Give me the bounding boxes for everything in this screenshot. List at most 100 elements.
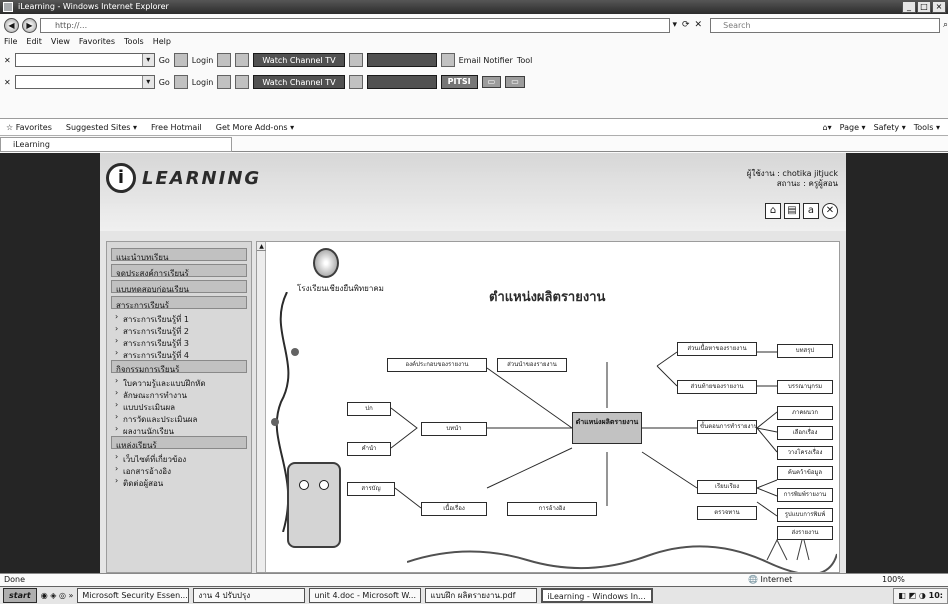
pitsi-button[interactable]: PITSI [440, 75, 478, 89]
menu-item[interactable]: ติดต่อผู้สอน [111, 476, 247, 488]
login-icon[interactable] [173, 53, 188, 67]
media-bar[interactable] [366, 75, 437, 89]
tool-button[interactable]: Tool [516, 55, 533, 65]
menu-section-header[interactable]: แบบทดสอบก่อนเรียน [111, 280, 247, 293]
toolbar-small-button-1[interactable]: ▭ [481, 76, 502, 88]
zoom-level[interactable]: 100% [882, 575, 905, 584]
free-hotmail[interactable]: Free Hotmail [151, 122, 202, 132]
mindmap-node: เนื้อเรื่อง [421, 502, 487, 516]
close-button[interactable]: × [932, 1, 946, 13]
address-row: ◀ ▶ http://... ▾⟳✕ Search ⌕ [0, 15, 948, 35]
menu-item[interactable]: สาระการเรียนรู้ที่ 4 [111, 348, 247, 360]
search-icon[interactable]: ⌕ [942, 20, 948, 30]
favorites-label: Favorites [15, 122, 52, 132]
go-button[interactable]: Go [158, 55, 170, 65]
menu-file[interactable]: File [4, 37, 18, 46]
menu-section-header[interactable]: สาระการเรียนรู้ [111, 296, 247, 309]
favorites-button[interactable]: ☆ Favorites [6, 122, 52, 132]
home-icon[interactable]: ⌂▾ [822, 122, 832, 132]
menu-item[interactable]: สาระการเรียนรู้ที่ 2 [111, 324, 247, 336]
system-tray[interactable]: ◧ ◩ ◑ 10: [893, 587, 948, 604]
lesson-menu: แนะนำบทเรียนจุดประสงค์การเรียนรู้แบบทดสอ… [106, 241, 252, 573]
address-bar[interactable]: http://... [39, 17, 670, 33]
menu-tools[interactable]: Tools [124, 37, 144, 46]
mindmap-node: ตรวจทาน [697, 506, 757, 520]
task-ie[interactable]: iLearning - Windows In... [541, 588, 654, 603]
safety-menu[interactable]: Safety ▾ [873, 122, 906, 132]
menu-section-header[interactable]: กิจกรรมการเรียนรู้ [111, 360, 247, 373]
task-word[interactable]: unit 4.doc - Microsoft W... [309, 588, 422, 603]
mail-icon[interactable] [440, 53, 455, 67]
channel-bar[interactable]: Watch Channel TV [253, 75, 345, 89]
task-folder[interactable]: งาน 4 ปรับปรุง [193, 588, 306, 603]
refresh-stop-icons[interactable]: ▾⟳✕ [672, 20, 708, 30]
login-button[interactable]: Login [191, 55, 214, 65]
close-toolbar-icon[interactable]: ✕ [4, 55, 11, 65]
menu-edit[interactable]: Edit [26, 37, 42, 46]
save-icon[interactable]: ▤ [784, 203, 800, 219]
mindmap-node: บทสรุป [777, 344, 833, 358]
menu-favorites[interactable]: Favorites [78, 37, 116, 46]
scroll-up-icon[interactable]: ▲ [257, 242, 266, 251]
share-icon[interactable] [235, 53, 250, 67]
toolbar-search-combo[interactable] [14, 75, 155, 89]
menu-section-header[interactable]: แนะนำบทเรียน [111, 248, 247, 261]
maximize-button[interactable]: □ [917, 1, 931, 13]
menu-bar: File Edit View Favorites Tools Help [4, 37, 171, 49]
search-input[interactable]: Search [710, 17, 940, 33]
bookmark-icon[interactable] [217, 53, 232, 67]
taskbar: start ◉ ◈ ◎ » Microsoft Security Essen..… [0, 586, 948, 604]
menu-item[interactable]: เอกสารอ้างอิง [111, 464, 247, 476]
menu-section-header[interactable]: แหล่งเรียนรู้ [111, 436, 247, 449]
share-icon[interactable] [235, 75, 250, 89]
quick-launch-icons[interactable]: ◉ ◈ ◎ » [40, 591, 74, 600]
toolbar-small-button-2[interactable]: ▭ [505, 76, 525, 88]
menu-item[interactable]: เว็บไซต์ที่เกี่ยวข้อง [111, 452, 247, 464]
logo-mark: i [106, 163, 136, 193]
menu-item[interactable]: สาระการเรียนรู้ที่ 1 [111, 312, 247, 324]
channel-bar[interactable]: Watch Channel TV [253, 53, 345, 67]
email-notifier[interactable]: Email Notifier [458, 55, 513, 65]
task-security-essentials[interactable]: Microsoft Security Essen... [77, 588, 190, 603]
menu-item[interactable]: ผลงานนักเรียน [111, 424, 247, 436]
menu-view[interactable]: View [50, 37, 70, 46]
get-addons[interactable]: Get More Add-ons ▾ [215, 122, 295, 132]
media-icon[interactable] [348, 75, 363, 89]
mindmap-node: บรรณานุกรม [777, 380, 833, 394]
menu-item[interactable]: การวัดและประเมินผล [111, 412, 247, 424]
tab-ilearning[interactable]: iLearning [0, 137, 232, 152]
site-frame: i LEARNING ผู้ใช้งาน : chotika jitjuck ส… [100, 153, 846, 573]
minimize-button[interactable]: _ [902, 1, 916, 13]
task-pdf[interactable]: แบบฝึก ผลิตรายงาน.pdf [425, 588, 538, 603]
media-bar[interactable] [366, 53, 437, 67]
forward-icon[interactable]: ▶ [21, 17, 37, 33]
close-icon[interactable]: ✕ [822, 203, 838, 219]
tools-menu[interactable]: Tools ▾ [913, 122, 940, 132]
page-menu[interactable]: Page ▾ [839, 122, 866, 132]
user-status: สถานะ : ครูผู้สอน [776, 179, 838, 188]
menu-item[interactable]: ใบความรู้และแบบฝึกหัด [111, 376, 247, 388]
suggested-sites[interactable]: Suggested Sites ▾ [65, 122, 138, 132]
start-button[interactable]: start [3, 588, 37, 603]
back-icon[interactable]: ◀ [4, 17, 19, 33]
menu-help[interactable]: Help [152, 37, 171, 46]
mindmap-node: เลือกเรื่อง [777, 426, 833, 440]
menu-item[interactable]: แบบประเมินผล [111, 400, 247, 412]
content-scrollbar[interactable]: ▲ [257, 242, 266, 572]
font-size-icon[interactable]: a [803, 203, 819, 219]
toolbar-search-combo[interactable] [14, 53, 155, 67]
login-icon[interactable] [173, 75, 188, 89]
close-toolbar-icon[interactable]: ✕ [4, 77, 11, 87]
ilearning-logo[interactable]: i LEARNING [106, 161, 261, 195]
go-button[interactable]: Go [158, 77, 170, 87]
media-icon[interactable] [348, 53, 363, 67]
mindmap-node: การอ้างอิง [507, 502, 597, 516]
menu-item[interactable]: สาระการเรียนรู้ที่ 3 [111, 336, 247, 348]
bookmark-icon[interactable] [217, 75, 232, 89]
mindmap-node: ส่วนท้ายของรายงาน [677, 380, 757, 394]
login-button[interactable]: Login [191, 77, 214, 87]
menu-item[interactable]: ลักษณะการทำงาน [111, 388, 247, 400]
robot-mascot [287, 462, 341, 548]
menu-section-header[interactable]: จุดประสงค์การเรียนรู้ [111, 264, 247, 277]
home-icon[interactable]: ⌂ [765, 203, 781, 219]
